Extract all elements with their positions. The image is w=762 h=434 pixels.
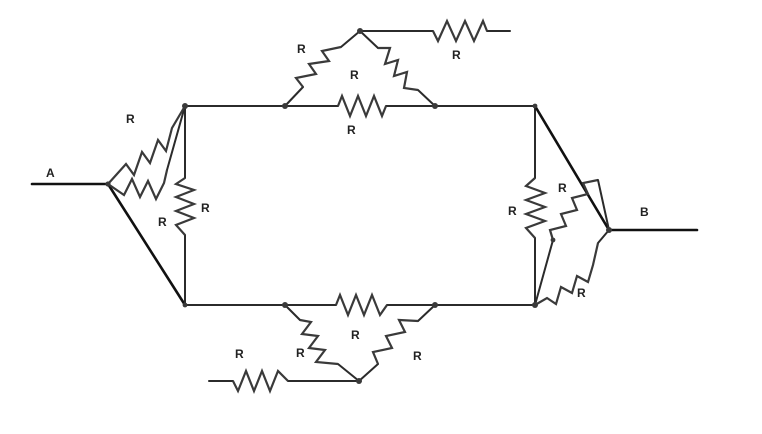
- label-resistor-top-diamond-right: R: [350, 68, 359, 82]
- label-resistor-right-lower: R: [577, 286, 586, 300]
- resistor-right-vertical: [522, 177, 549, 239]
- label-resistor-left-upper: R: [126, 112, 135, 126]
- top-diamond-left-lead2: [340, 30, 361, 48]
- resistor-left-upper: [107, 105, 186, 185]
- wire-right-upper-to-b: [597, 179, 610, 231]
- label-resistor-bottom-horizontal: R: [351, 328, 360, 342]
- resistor-bottom-branch: [232, 368, 289, 394]
- resistor-right-upper: [548, 178, 599, 241]
- node-a-junction: [105, 181, 111, 187]
- resistor-top-branch: [432, 18, 489, 44]
- resistor-left-vertical: [172, 177, 198, 236]
- label-resistor-right-upper: R: [558, 181, 567, 195]
- node-top-apex: [357, 28, 363, 34]
- top-diamond-left-lead: [284, 86, 304, 107]
- bottom-diamond-right-lead2: [417, 304, 436, 322]
- resistor-left-middle: [107, 169, 169, 202]
- terminal-a-label: A: [46, 166, 55, 180]
- resistor-right-lower: [534, 242, 600, 306]
- label-resistor-top-branch: R: [452, 48, 461, 62]
- resistor-bottom-diamond-right: [371, 318, 419, 365]
- node-bottom-right: [532, 302, 538, 308]
- node-bottom-left: [182, 302, 188, 308]
- bottom-diamond-left-lead: [284, 304, 301, 321]
- label-resistor-top-horizontal: R: [347, 123, 356, 137]
- resistor-top-horizontal: [336, 93, 388, 119]
- label-resistor-bottom-diamond-left: R: [296, 346, 305, 360]
- node-bottom-apex: [356, 378, 362, 384]
- resistor-top-diamond-left: [294, 45, 342, 88]
- label-resistor-bottom-branch: R: [235, 347, 244, 361]
- node-b-junction: [606, 227, 612, 233]
- wire-left-inner: [166, 105, 186, 171]
- bottom-diamond-right-lead: [358, 363, 379, 382]
- node-top-diamond-right: [432, 103, 438, 109]
- top-diamond-right-lead2: [417, 89, 436, 107]
- wire-a-to-bottom-left: [106, 182, 187, 307]
- label-resistor-bottom-diamond-right: R: [413, 349, 422, 363]
- node-top-right: [532, 103, 538, 109]
- node-right-inner: [550, 237, 556, 243]
- terminal-b-label: B: [640, 205, 649, 219]
- top-diamond-right-lead: [359, 30, 379, 49]
- node-bottom-diamond-right: [432, 302, 438, 308]
- bottom-diamond-left-lead2: [337, 363, 360, 382]
- label-resistor-right-vertical: R: [508, 204, 517, 218]
- node-top-left: [182, 103, 188, 109]
- wire-right-inner: [534, 239, 554, 306]
- label-resistor-left-middle: R: [158, 215, 167, 229]
- label-resistor-top-diamond-left: R: [297, 42, 306, 56]
- label-resistor-left-vertical: R: [201, 201, 210, 215]
- wire-top-right-to-b: [533, 104, 611, 232]
- node-bottom-diamond-left: [282, 302, 288, 308]
- node-top-diamond-left: [282, 103, 288, 109]
- resistor-bottom-diamond-left: [299, 318, 339, 366]
- resistor-top-diamond-right: [378, 46, 419, 92]
- resistor-bottom-horizontal: [334, 292, 388, 318]
